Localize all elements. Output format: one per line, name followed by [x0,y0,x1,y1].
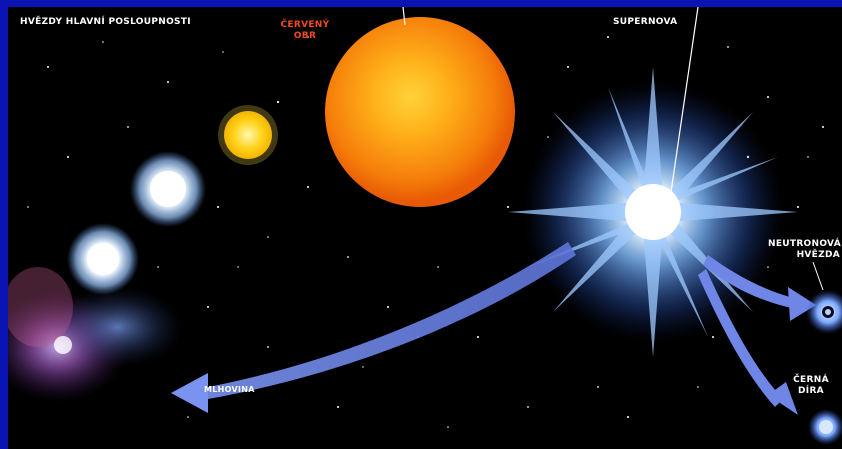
supernova-label: SUPERNOVA [613,17,678,27]
black-hole-label: ČERNÁ DÍRA [784,375,838,397]
stellar-evolution-diagram [8,7,842,445]
nebula [8,267,183,402]
supernova [508,67,798,357]
black-hole [808,409,842,445]
background-stars [27,36,824,428]
red-giant-label: ČERVENÝ OBR [260,20,350,42]
black-hole-label-line1: ČERNÁ [793,375,829,385]
black-hole-label-line2: DÍRA [798,386,824,396]
arrow-to-nebula [171,242,576,413]
neutron-star-label-line2: HVĚZDA [796,250,840,260]
red-giant-label-line2: OBR [293,31,317,41]
main-sequence-label: HVĚZDY HLAVNÍ POSLOUPNOSTI [20,17,191,27]
arrow-to-black-hole [698,269,798,415]
space-background: HVĚZDY HLAVNÍ POSLOUPNOSTI ČERVENÝ OBR S… [8,7,842,449]
red-giant-star [325,17,515,207]
red-giant-label-line1: ČERVENÝ [280,20,330,30]
neutron-pointer-line [812,261,824,291]
nebula-label: MLHOVINA [204,385,255,394]
arrow-to-neutron-star [703,255,816,321]
supernova-pointer-line [670,7,699,193]
neutron-star [806,290,842,334]
neutron-star-label-line1: NEUTRONOVÁ [768,239,841,249]
red-giant-pointer-line [402,7,406,26]
main-sequence-stars [67,105,278,295]
neutron-star-label: NEUTRONOVÁ HVĚZDA [768,239,841,261]
